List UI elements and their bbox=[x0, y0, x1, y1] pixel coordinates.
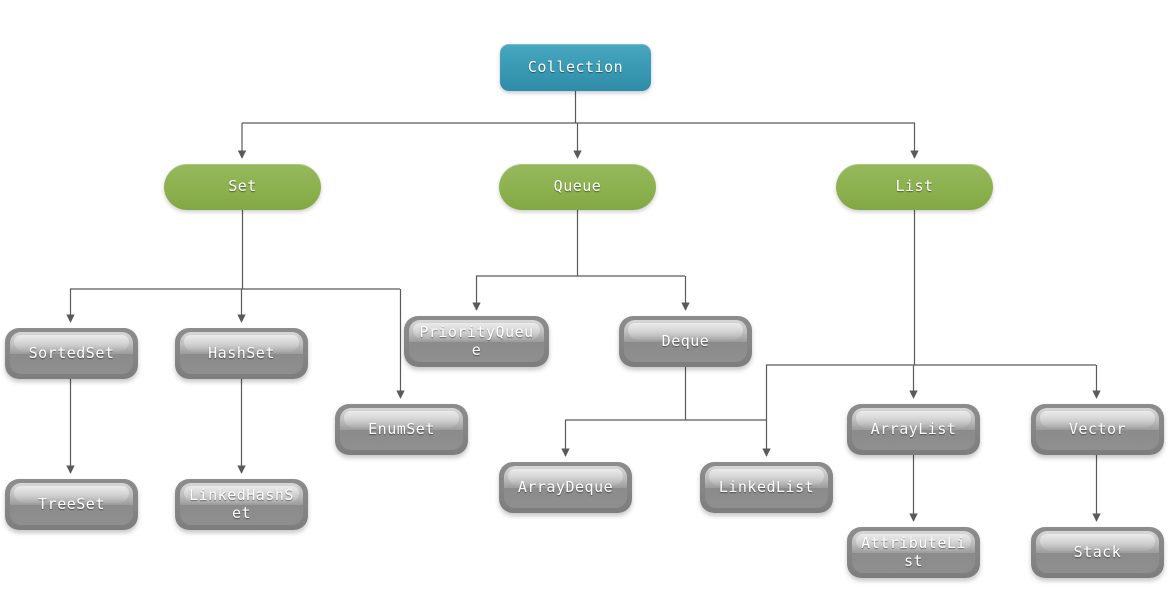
node-gloss bbox=[340, 408, 463, 450]
node-stack[interactable]: Stack bbox=[1031, 527, 1164, 578]
node-sortedset[interactable]: SortedSet bbox=[5, 328, 138, 379]
node-gloss bbox=[10, 332, 133, 374]
node-gloss bbox=[705, 466, 828, 508]
node-label: Collection bbox=[527, 57, 624, 76]
node-gloss bbox=[852, 408, 975, 450]
node-linkedhashset[interactable]: LinkedHashSet bbox=[175, 479, 308, 530]
node-collection[interactable]: Collection bbox=[500, 44, 651, 91]
node-label: Set bbox=[228, 177, 257, 196]
node-label: Deque bbox=[661, 331, 710, 350]
node-label: ArrayDeque bbox=[517, 477, 614, 496]
node-label: LinkedList bbox=[718, 477, 815, 496]
node-enumset[interactable]: EnumSet bbox=[335, 404, 468, 455]
node-gloss bbox=[180, 483, 303, 525]
node-hashset[interactable]: HashSet bbox=[175, 328, 308, 379]
node-set[interactable]: Set bbox=[164, 164, 321, 210]
node-label: PriorityQueue bbox=[419, 323, 534, 359]
node-gloss bbox=[852, 531, 975, 573]
node-gloss bbox=[409, 320, 544, 362]
node-label: Stack bbox=[1073, 542, 1122, 561]
node-gloss bbox=[624, 320, 747, 362]
node-label: LinkedHashSet bbox=[189, 486, 294, 522]
node-label: TreeSet bbox=[38, 494, 105, 513]
node-gloss bbox=[1036, 408, 1159, 450]
node-label: HashSet bbox=[208, 343, 275, 362]
node-label: AttributeList bbox=[861, 534, 966, 570]
node-gloss bbox=[504, 466, 627, 508]
node-label: Queue bbox=[553, 177, 602, 196]
node-label: SortedSet bbox=[28, 343, 115, 362]
node-arraydeque[interactable]: ArrayDeque bbox=[499, 462, 632, 513]
node-vector[interactable]: Vector bbox=[1031, 404, 1164, 455]
node-priorityqueue[interactable]: PriorityQueue bbox=[404, 316, 549, 367]
node-linkedlist[interactable]: LinkedList bbox=[700, 462, 833, 513]
node-list[interactable]: List bbox=[836, 164, 993, 210]
node-arraylist[interactable]: ArrayList bbox=[847, 404, 980, 455]
node-label: EnumSet bbox=[368, 419, 435, 438]
node-gloss bbox=[10, 483, 133, 525]
node-label: ArrayList bbox=[870, 419, 957, 438]
node-treeset[interactable]: TreeSet bbox=[5, 479, 138, 530]
node-queue[interactable]: Queue bbox=[499, 164, 656, 210]
node-attributelist[interactable]: AttributeList bbox=[847, 527, 980, 578]
node-deque[interactable]: Deque bbox=[619, 316, 752, 367]
node-gloss bbox=[180, 332, 303, 374]
node-gloss bbox=[1036, 531, 1159, 573]
node-label: Vector bbox=[1068, 419, 1127, 438]
node-label: List bbox=[895, 177, 934, 196]
